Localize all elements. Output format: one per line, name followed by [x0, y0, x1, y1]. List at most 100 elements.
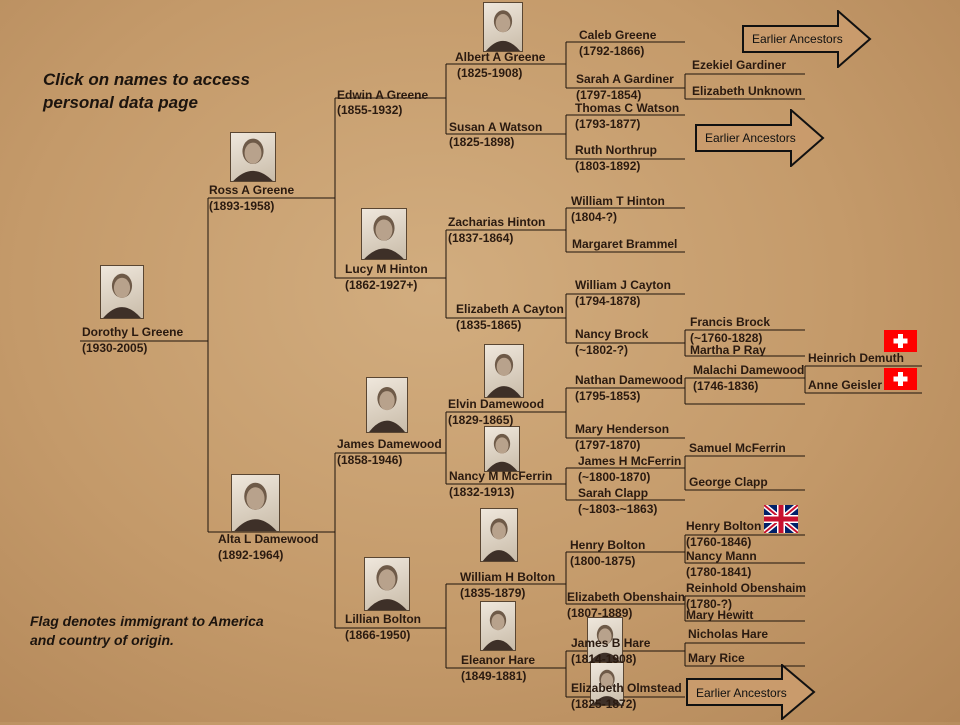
portrait-photo-alta-damewood — [231, 474, 280, 532]
person-dates: (1855-1932) — [337, 103, 402, 117]
person-name-reinhold-obenshaim[interactable]: Reinhold Obenshaim — [686, 581, 806, 595]
earlier-ancestors-button-olmstead[interactable]: Earlier Ancestors — [686, 664, 816, 720]
person-name-sarah-a-gardiner[interactable]: Sarah A Gardiner — [576, 72, 674, 86]
person-name-william-j-cayton[interactable]: William J Cayton — [575, 278, 671, 292]
person-dates: (1800-1875) — [570, 554, 635, 568]
person-name-elizabeth-unknown[interactable]: Elizabeth Unknown — [692, 84, 802, 98]
person-name-albert-a-greene[interactable]: Albert A Greene — [455, 50, 545, 64]
person-dates: (~1800-1870) — [578, 470, 650, 484]
portrait-photo-albert-greene — [483, 2, 523, 52]
person-name-martha-p-ray[interactable]: Martha P Ray — [690, 343, 766, 357]
earlier-ancestors-label: Earlier Ancestors — [752, 32, 843, 46]
person-dates: (1795-1853) — [575, 389, 640, 403]
person-dates: (1807-1889) — [567, 606, 632, 620]
person-dates: (1780-1841) — [686, 565, 751, 579]
person-name-james-damewood[interactable]: James Damewood — [337, 437, 442, 451]
person-name-henry-bolton[interactable]: Henry Bolton — [570, 538, 645, 552]
person-dates: (1835-1879) — [460, 586, 525, 600]
person-name-james-b-hare[interactable]: James B Hare — [571, 636, 650, 650]
person-name-zacharias-hinton[interactable]: Zacharias Hinton — [448, 215, 545, 229]
person-name-mary-hewitt[interactable]: Mary Hewitt — [686, 608, 753, 622]
person-dates: (1746-1836) — [693, 379, 758, 393]
person-dates: (1803-1892) — [575, 159, 640, 173]
instruction-note-line1: Click on names to access — [43, 70, 250, 90]
person-name-william-h-bolton[interactable]: William H Bolton — [460, 570, 555, 584]
portrait-photo-james-damewood — [366, 377, 408, 433]
person-name-nancy-m-mcferrin[interactable]: Nancy M McFerrin — [449, 469, 552, 483]
person-name-samuel-mcferrin[interactable]: Samuel McFerrin — [689, 441, 786, 455]
person-name-lillian-bolton[interactable]: Lillian Bolton — [345, 612, 421, 626]
person-dates: (1792-1866) — [579, 44, 644, 58]
person-name-nicholas-hare[interactable]: Nicholas Hare — [688, 627, 768, 641]
person-name-elizabeth-a-cayton[interactable]: Elizabeth A Cayton — [456, 302, 564, 316]
person-name-mary-henderson[interactable]: Mary Henderson — [575, 422, 669, 436]
person-dates: (1893-1958) — [209, 199, 274, 213]
portrait-photo-lillian-bolton — [364, 557, 410, 611]
person-dates: (1804-?) — [571, 210, 617, 224]
person-name-elizabeth-obenshain[interactable]: Elizabeth Obenshain — [567, 590, 685, 604]
instruction-note-line2: personal data page — [43, 93, 198, 113]
person-dates: (1837-1864) — [448, 231, 513, 245]
person-name-eleanor-hare[interactable]: Eleanor Hare — [461, 653, 535, 667]
person-name-nancy-mann[interactable]: Nancy Mann — [686, 549, 757, 563]
swiss-flag-icon — [884, 368, 917, 395]
uk-flag-icon — [764, 505, 798, 538]
person-name-ruth-northrup[interactable]: Ruth Northrup — [575, 143, 657, 157]
person-name-sarah-clapp[interactable]: Sarah Clapp — [578, 486, 648, 500]
swiss-flag-icon — [884, 330, 917, 357]
person-name-ross-a-greene[interactable]: Ross A Greene — [209, 183, 294, 197]
person-dates: (1825-1908) — [457, 66, 522, 80]
person-dates: (1858-1946) — [337, 453, 402, 467]
person-name-dorothy-l-greene[interactable]: Dorothy L Greene — [82, 325, 183, 339]
person-dates: (1832-1913) — [449, 485, 514, 499]
portrait-photo-eleanor-hare — [480, 601, 516, 651]
earlier-ancestors-button-greene[interactable]: Earlier Ancestors — [742, 10, 872, 68]
person-dates: (1829-1865) — [448, 413, 513, 427]
portrait-photo-lucy-hinton — [361, 208, 407, 260]
person-dates: (1866-1950) — [345, 628, 410, 642]
portrait-photo-nancy-mcferrin — [484, 426, 520, 472]
flag-legend-line1: Flag denotes immigrant to America — [30, 613, 264, 629]
portrait-photo-elvin-damewood — [484, 344, 524, 398]
person-name-henry-bolton[interactable]: Henry Bolton — [686, 519, 761, 533]
person-name-george-clapp[interactable]: George Clapp — [689, 475, 768, 489]
person-name-edwin-a-greene[interactable]: Edwin A Greene — [337, 88, 428, 102]
earlier-ancestors-button-watson[interactable]: Earlier Ancestors — [695, 109, 825, 167]
person-name-anne-geisler[interactable]: Anne Geisler — [808, 378, 882, 392]
person-dates: (1797-1870) — [575, 438, 640, 452]
portrait-photo-ross-greene — [230, 132, 276, 182]
person-dates: (1862-1927+) — [345, 278, 417, 292]
person-dates: (1930-2005) — [82, 341, 147, 355]
person-name-james-h-mcferrin[interactable]: James H McFerrin — [578, 454, 681, 468]
person-name-alta-l-damewood[interactable]: Alta L Damewood — [218, 532, 318, 546]
person-dates: (1814-1908) — [571, 652, 636, 666]
person-name-nathan-damewood[interactable]: Nathan Damewood — [575, 373, 683, 387]
person-dates: (1793-1877) — [575, 117, 640, 131]
person-name-lucy-m-hinton[interactable]: Lucy M Hinton — [345, 262, 428, 276]
person-dates: (~1802-?) — [575, 343, 628, 357]
person-name-mary-rice[interactable]: Mary Rice — [688, 651, 745, 665]
person-dates: (1892-1964) — [218, 548, 283, 562]
person-name-margaret-brammel[interactable]: Margaret Brammel — [572, 237, 677, 251]
person-name-susan-a-watson[interactable]: Susan A Watson — [449, 120, 542, 134]
person-dates: (1825-1898) — [449, 135, 514, 149]
portrait-photo-william-bolton — [480, 508, 518, 562]
person-name-elizabeth-olmstead[interactable]: Elizabeth Olmstead — [571, 681, 682, 695]
person-dates: (1794-1878) — [575, 294, 640, 308]
person-dates: (~1803-~1863) — [578, 502, 657, 516]
person-name-william-t-hinton[interactable]: William T Hinton — [571, 194, 665, 208]
person-name-francis-brock[interactable]: Francis Brock — [690, 315, 770, 329]
person-dates: (1797-1854) — [576, 88, 641, 102]
flag-legend-line2: and country of origin. — [30, 632, 174, 648]
earlier-ancestors-label: Earlier Ancestors — [696, 686, 787, 700]
portrait-photo-dorothy-greene — [100, 265, 144, 319]
person-name-malachi-damewood[interactable]: Malachi Damewood — [693, 363, 804, 377]
person-dates: (1760-1846) — [686, 535, 751, 549]
person-name-thomas-c-watson[interactable]: Thomas C Watson — [575, 101, 679, 115]
person-dates: (1849-1881) — [461, 669, 526, 683]
earlier-ancestors-label: Earlier Ancestors — [705, 131, 796, 145]
person-name-nancy-brock[interactable]: Nancy Brock — [575, 327, 648, 341]
person-name-elvin-damewood[interactable]: Elvin Damewood — [448, 397, 544, 411]
person-name-caleb-greene[interactable]: Caleb Greene — [579, 28, 656, 42]
person-dates: (1835-1865) — [456, 318, 521, 332]
